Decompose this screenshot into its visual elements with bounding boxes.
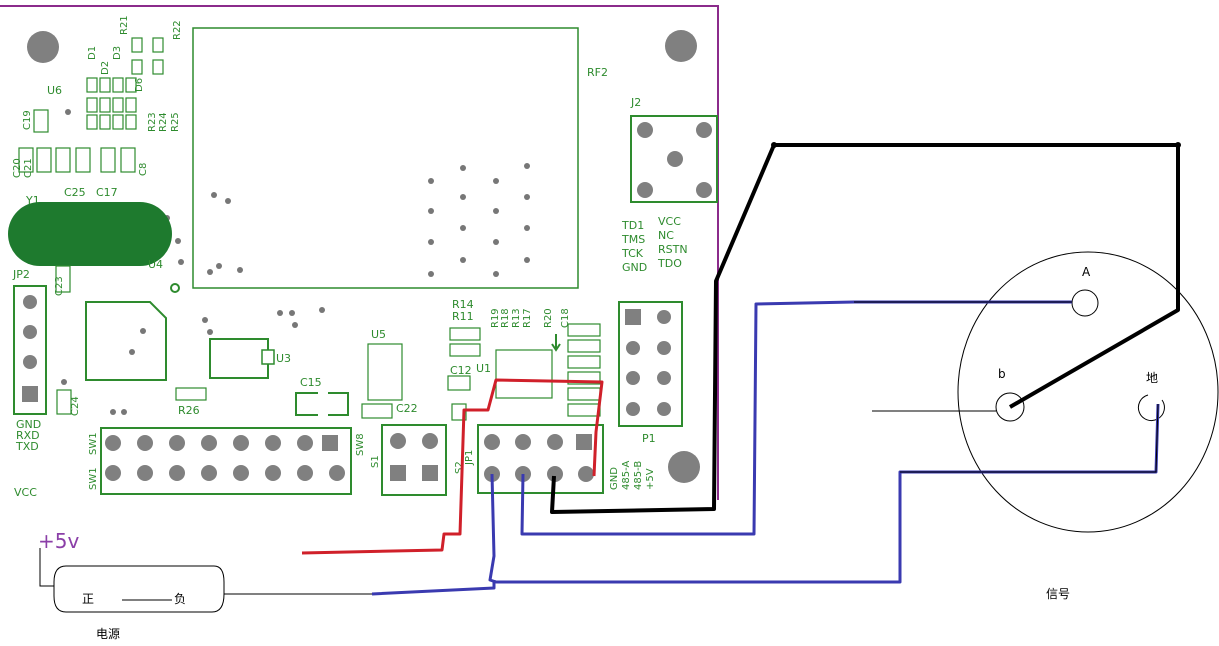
- svg-text:TXD: TXD: [15, 440, 39, 453]
- svg-text:D1: D1: [87, 46, 98, 60]
- svg-text:R20: R20: [543, 308, 554, 328]
- svg-text:R25: R25: [170, 112, 181, 132]
- positive-terminal-label: 正: [82, 592, 94, 606]
- svg-text:VCC: VCC: [658, 215, 681, 228]
- svg-text:C22: C22: [396, 402, 418, 415]
- svg-text:R11: R11: [452, 310, 474, 323]
- svg-text:C15: C15: [300, 376, 322, 389]
- jtag-header-outline: [630, 115, 718, 203]
- svg-text:P1: P1: [642, 432, 656, 445]
- signal-connector: A b 地 信号: [957, 251, 1219, 601]
- svg-text:SW1: SW1: [88, 432, 99, 455]
- board-outline: [0, 5, 719, 500]
- svg-text:GND: GND: [622, 261, 647, 274]
- rf-module-label: RF2: [587, 66, 608, 79]
- wire-negative-lead: [371, 580, 496, 596]
- svg-text:C20: C20: [12, 158, 23, 178]
- pin-ground-socket: [1137, 394, 1165, 421]
- svg-text:VCC: VCC: [14, 486, 37, 499]
- svg-text:RSTN: RSTN: [658, 243, 688, 256]
- svg-text:C12: C12: [450, 364, 472, 377]
- svg-text:R14: R14: [452, 298, 474, 311]
- mount-hole-br: [668, 451, 700, 483]
- svg-text:D3: D3: [112, 46, 123, 60]
- svg-text:R17: R17: [522, 308, 533, 328]
- svg-text:R26: R26: [178, 404, 200, 417]
- svg-text:C24: C24: [70, 396, 81, 416]
- sw1-pins: [105, 435, 345, 481]
- svg-text:C21: C21: [23, 158, 34, 178]
- plus5v-label: +5v: [38, 529, 79, 553]
- battery-body: [53, 565, 225, 613]
- svg-text:U1: U1: [476, 362, 491, 375]
- jtag-pin-labels: TD1 VCC TMS NC TCK RSTN GND TDO: [621, 215, 688, 274]
- svg-text:R21: R21: [119, 15, 130, 35]
- svg-text:TD1: TD1: [621, 219, 644, 232]
- connector-body: [957, 251, 1219, 533]
- pin-b-socket: [995, 392, 1025, 422]
- svg-text:NC: NC: [658, 229, 674, 242]
- svg-text:C18: C18: [560, 308, 571, 328]
- svg-text:R19: R19: [490, 308, 501, 328]
- power-supply: +5v 正 负 电源: [38, 529, 372, 641]
- svg-text:R23: R23: [147, 112, 158, 132]
- svg-text:RXD: RXD: [16, 429, 40, 442]
- jp1-pins: [484, 434, 594, 482]
- svg-text:TCK: TCK: [621, 247, 644, 260]
- pin-a-socket: [1071, 289, 1099, 317]
- svg-text:S2: S2: [454, 461, 465, 474]
- connector-label: 信号: [1046, 587, 1070, 601]
- mount-hole-tl: [27, 31, 59, 63]
- pin-ground-label: 地: [1146, 371, 1158, 385]
- svg-text:S1: S1: [370, 455, 381, 468]
- svg-text:C8: C8: [138, 163, 149, 176]
- svg-text:485-A: 485-A: [621, 461, 632, 490]
- svg-text:GND: GND: [609, 467, 620, 490]
- power-label: 电源: [96, 627, 120, 641]
- crystal-y1: [8, 202, 172, 266]
- pin-a-label: A: [1082, 265, 1091, 279]
- jp1-pin-labels: GND 485-A 485-B +5V: [609, 461, 656, 490]
- svg-text:GND: GND: [16, 418, 41, 431]
- svg-text:C23: C23: [54, 276, 65, 296]
- svg-text:R18: R18: [500, 308, 511, 328]
- svg-text:U6: U6: [47, 84, 62, 97]
- rf-vias: [61, 109, 530, 415]
- uart-header-label: JP2: [12, 268, 30, 281]
- plus5v-lead: [39, 548, 54, 587]
- mount-hole-tr: [665, 30, 697, 62]
- svg-text:R24: R24: [158, 112, 169, 132]
- svg-text:SW1: SW1: [88, 467, 99, 490]
- svg-text:SW8: SW8: [355, 433, 366, 456]
- svg-text:U4: U4: [148, 258, 163, 271]
- sw1-header-outline: [100, 427, 352, 495]
- svg-text:D2: D2: [100, 61, 111, 75]
- svg-text:U3: U3: [276, 352, 291, 365]
- svg-text:485-B: 485-B: [633, 461, 644, 490]
- jp1-header-outline: [477, 424, 604, 494]
- wire-signal-a: [520, 300, 1072, 536]
- pin-b-label: b: [998, 367, 1006, 381]
- svg-text:+5V: +5V: [645, 468, 656, 490]
- svg-text:R13: R13: [511, 308, 522, 328]
- svg-text:U5: U5: [371, 328, 386, 341]
- pcb-board: RF2 J2 TD1 VCC TMS NC TCK: [0, 5, 719, 500]
- wire-plus5v: [301, 378, 604, 555]
- svg-text:D6: D6: [134, 78, 145, 92]
- small-components-top: [18, 37, 164, 173]
- wires: [301, 142, 1181, 596]
- svg-text:TDO: TDO: [657, 257, 682, 270]
- svg-text:JP1: JP1: [464, 450, 475, 466]
- rf-module-outline: [192, 27, 579, 289]
- svg-text:R22: R22: [172, 20, 183, 40]
- svg-text:C17: C17: [96, 186, 118, 199]
- svg-text:TMS: TMS: [621, 233, 645, 246]
- negative-terminal-label: 负: [174, 592, 186, 606]
- svg-text:C25: C25: [64, 186, 86, 199]
- wire-ground: [550, 143, 1180, 514]
- svg-text:C19: C19: [22, 110, 33, 130]
- jtag-header-label: J2: [630, 96, 641, 109]
